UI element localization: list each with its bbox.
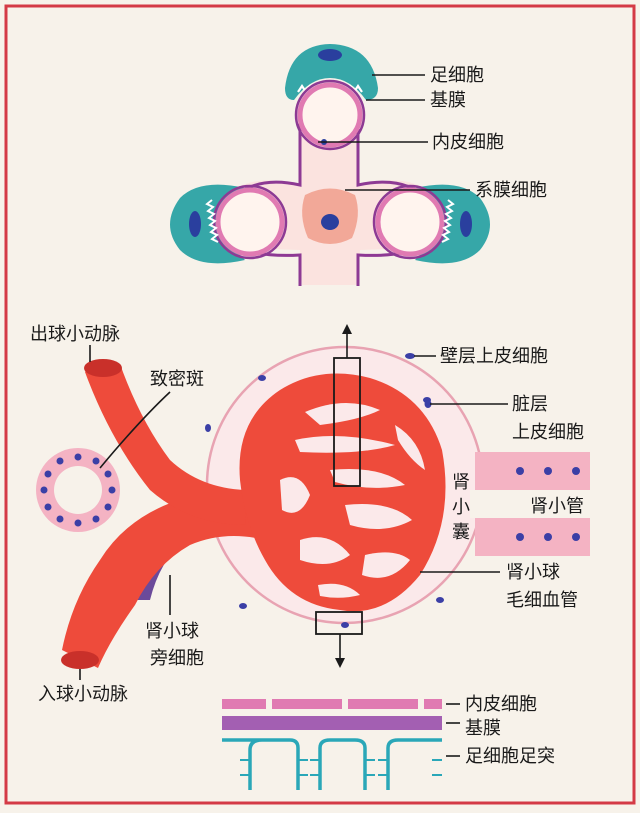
endothelium-segment <box>348 699 418 709</box>
tubule-nucleus <box>544 533 552 541</box>
basement-membrane-band <box>222 716 442 730</box>
afferent-opening <box>61 651 99 669</box>
renal-tubule-lumen <box>470 490 590 518</box>
tubule-nucleus <box>572 467 580 475</box>
label-visceral-epi: 上皮细胞 <box>512 422 584 443</box>
renal-tubule-upper <box>475 452 590 490</box>
label-glomerulus: 肾小球 <box>506 562 560 583</box>
label-macula-densa: 致密斑 <box>150 369 204 390</box>
podocyte-nucleus-left <box>189 211 201 237</box>
visceral-nucleus <box>341 622 349 628</box>
renal-tubule-lower <box>475 518 590 556</box>
label-parietal: 壁层上皮细胞 <box>440 346 548 367</box>
parietal-nucleus <box>239 603 247 609</box>
label-afferent: 入球小动脉 <box>38 684 128 705</box>
endothelium-segment <box>424 699 442 709</box>
label-capsule-1: 肾 <box>452 472 470 493</box>
macula-densa-nuclei <box>40 453 116 527</box>
podocyte-top <box>285 44 378 100</box>
magnify-box-bottom <box>315 611 363 635</box>
label-efferent: 出球小动脉 <box>30 324 120 345</box>
label-tubule: 肾小管 <box>530 496 584 517</box>
renal-corpuscle <box>36 324 590 669</box>
label-basement-bottom: 基膜 <box>465 718 501 739</box>
parietal-nucleus <box>205 424 211 432</box>
foot-processes <box>222 738 442 790</box>
podocyte-nucleus-right <box>460 211 472 237</box>
label-foot-process: 足细胞足突 <box>465 746 555 767</box>
foot-processes-right <box>441 199 455 243</box>
parietal-nucleus <box>405 353 415 359</box>
label-capillary: 毛细血管 <box>506 590 578 611</box>
basement-membrane-outline <box>224 120 436 286</box>
label-capsule-3: 囊 <box>452 522 470 543</box>
tubule-nucleus <box>572 533 580 541</box>
label-juxta-2: 旁细胞 <box>150 648 204 669</box>
label-endothelial-bottom: 内皮细胞 <box>465 694 537 715</box>
afferent-arteriole <box>62 492 265 668</box>
capillary-loop-top <box>297 82 363 148</box>
arrow-down-head <box>335 658 345 668</box>
endothelium-segment <box>272 699 342 709</box>
label-mesangial: 系膜细胞 <box>475 180 547 201</box>
podocyte-nucleus-top <box>318 49 342 61</box>
tubule-nucleus <box>544 467 552 475</box>
mesangial-nucleus <box>321 214 339 230</box>
leader-macula-densa <box>99 391 171 469</box>
label-capsule-2: 小 <box>452 497 470 518</box>
label-basement-top: 基膜 <box>430 90 466 111</box>
label-podocyte: 足细胞 <box>430 65 484 86</box>
visceral-nucleus <box>424 400 432 408</box>
foot-processes-left <box>205 199 219 243</box>
label-visceral: 脏层 <box>512 394 548 415</box>
efferent-arteriole <box>85 361 246 525</box>
macula-densa-lumen <box>54 466 102 514</box>
endothelium-segment <box>222 699 266 709</box>
parietal-nucleus <box>436 597 444 603</box>
filtration-barrier <box>222 699 442 790</box>
efferent-opening <box>84 359 122 377</box>
parietal-nucleus <box>258 375 266 381</box>
label-endothelial-top: 内皮细胞 <box>432 132 504 153</box>
tubule-nucleus <box>516 533 524 541</box>
tubule-nucleus <box>516 467 524 475</box>
top-capillary-section <box>170 44 490 286</box>
capillary-loop-right <box>375 187 445 257</box>
basement-ring-top <box>294 79 366 151</box>
glomerular-capillary-tuft <box>239 373 446 612</box>
arrow-up-head <box>342 324 352 334</box>
capillary-spaces <box>280 402 425 598</box>
capillary-loop-left <box>215 187 285 257</box>
foot-process-ticks <box>240 759 442 776</box>
label-juxta-1: 肾小球 <box>145 621 199 642</box>
